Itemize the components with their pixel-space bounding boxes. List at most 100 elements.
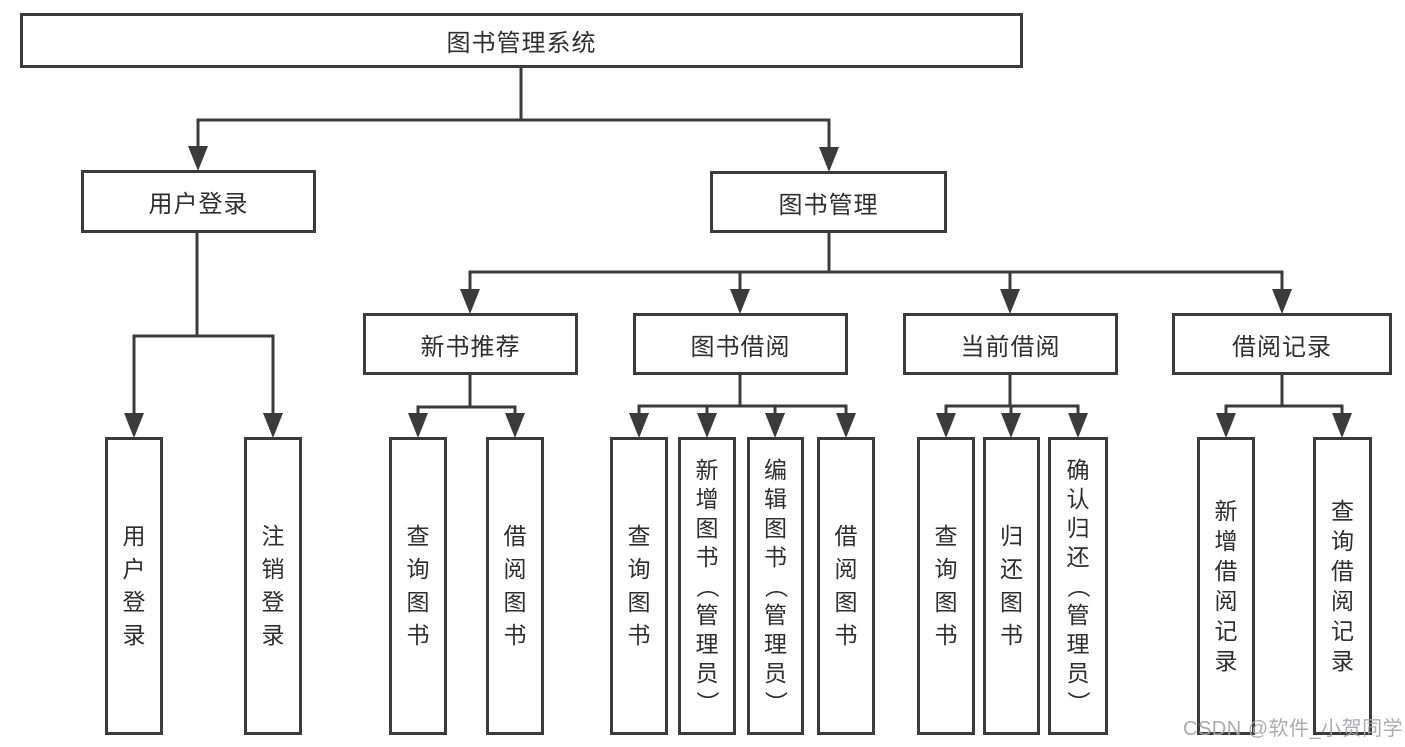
node-label-char: 理: [764, 630, 787, 657]
arrowhead-icon: [1272, 289, 1292, 314]
node-label-char: 阅: [503, 556, 527, 582]
arrowhead-icon: [188, 146, 208, 171]
arrowhead-icon: [1216, 413, 1236, 438]
node-leaf-query-book-3: 查询图书: [917, 437, 975, 735]
node-label-char: 理: [1066, 630, 1090, 657]
node-leaf-confirm-return: 确认归还 （ 管理员 ）: [1048, 437, 1108, 735]
node-label-char: 借: [503, 523, 527, 549]
node-label-char: 管: [764, 601, 787, 628]
arrowhead-icon: [1001, 413, 1021, 438]
node-label-char: 还: [1000, 556, 1023, 582]
node-label-char: 记: [1331, 618, 1354, 644]
node-label-char: 借: [1214, 558, 1238, 584]
watermark-text: CSDN @软件_小贺同学: [1183, 718, 1404, 740]
node-label-char: 图: [834, 589, 858, 615]
node-leaf-query-book-1: 查询图书: [389, 437, 447, 735]
node-book-borrow: 图书借阅: [633, 313, 848, 375]
node-label-char: 图: [764, 514, 787, 541]
node-label-char: ）: [1065, 690, 1092, 714]
node-label-char: 书: [1000, 622, 1023, 648]
node-label-char: 归: [1066, 514, 1090, 541]
arrowhead-icon: [765, 413, 785, 438]
node-label-char: 新: [1214, 498, 1238, 524]
arrowhead-icon: [819, 147, 839, 172]
node-label-char: 询: [406, 556, 430, 582]
node-label-char: 用: [122, 523, 146, 549]
node-label-char: 借: [1331, 558, 1354, 584]
node-label-char: 增: [1214, 528, 1238, 554]
node-label-char: 录: [261, 622, 285, 648]
node-label-char: 认: [1066, 485, 1090, 512]
arrowhead-icon: [936, 413, 956, 438]
node-new-book-recommend: 新书推荐: [363, 313, 578, 375]
node-label-char: 阅: [1331, 588, 1354, 614]
node-label-char: 管: [1066, 601, 1090, 628]
node-label-char: 记: [1214, 618, 1238, 644]
node-label-char: 书: [406, 622, 430, 648]
node-label-char: 借: [834, 523, 858, 549]
node-label-char: 还: [1066, 543, 1090, 570]
node-label-char: 查: [1331, 498, 1354, 524]
node-label-char: 书: [503, 622, 527, 648]
arrowhead-icon: [1068, 413, 1088, 438]
arrowhead-icon: [505, 413, 525, 438]
arrowhead-icon: [697, 413, 717, 438]
arrowhead-icon: [124, 413, 144, 438]
node-label-char: 图: [503, 589, 527, 615]
node-current-borrow: 当前借阅: [903, 313, 1118, 375]
arrowhead-icon: [408, 413, 428, 438]
node-label-char: （: [1065, 574, 1092, 598]
node-label-char: 员: [695, 659, 719, 686]
node-borrow-records: 借阅记录: [1172, 313, 1392, 375]
node-label-char: 图: [627, 589, 651, 615]
arrowhead-icon: [629, 413, 649, 438]
node-label-char: 销: [261, 556, 285, 582]
node-label-char: 书: [764, 543, 787, 570]
node-label-char: 归: [1000, 523, 1023, 549]
node-label-char: 阅: [1214, 588, 1238, 614]
node-leaf-return-book: 归还图书: [983, 437, 1040, 735]
node-label-char: 辑: [764, 485, 787, 512]
node-label-char: 书: [695, 543, 719, 570]
node-leaf-borrow-book-1: 借阅图书: [486, 437, 544, 735]
node-leaf-query-book-2: 查询图书: [610, 437, 668, 735]
node-user-login: 用户登录: [81, 170, 316, 233]
node-label-char: 查: [406, 523, 430, 549]
node-label-char: （: [763, 574, 789, 598]
node-leaf-add-book: 新增图书（管理员）: [678, 437, 736, 735]
node-label-char: 询: [627, 556, 651, 582]
node-label-char: 登: [261, 589, 285, 615]
node-label-char: 新: [695, 456, 719, 483]
arrowhead-icon: [1000, 289, 1020, 314]
node-label-char: 图: [1000, 589, 1023, 615]
node-label-char: 图: [934, 589, 958, 615]
node-leaf-user-login: 用户登录: [105, 437, 163, 735]
arrowhead-icon: [836, 413, 856, 438]
node-label-char: 登: [122, 589, 146, 615]
node-label-char: 员: [1066, 659, 1090, 686]
node-label-char: 理: [695, 630, 719, 657]
node-label-char: 户: [122, 556, 146, 582]
node-label-char: 查: [934, 523, 958, 549]
node-label-char: 书: [934, 622, 958, 648]
arrowhead-icon: [730, 289, 750, 314]
node-label-char: 管: [695, 601, 719, 628]
node-label-char: ）: [763, 690, 789, 714]
node-label-char: （: [694, 574, 721, 598]
node-label-char: 编: [764, 456, 787, 483]
node-label-char: 员: [764, 659, 787, 686]
node-label-char: 注: [261, 523, 285, 549]
node-root: 图书管理系统: [20, 13, 1023, 68]
arrowhead-icon: [263, 413, 283, 438]
node-label-char: 图: [695, 514, 719, 541]
node-label-char: 录: [122, 622, 146, 648]
node-label-char: 增: [695, 485, 719, 512]
node-label-char: 书: [834, 622, 858, 648]
node-label-char: 阅: [834, 556, 858, 582]
node-book-management: 图书管理: [710, 171, 947, 233]
node-leaf-query-record: 查询借阅记录: [1313, 437, 1372, 735]
node-label-char: 录: [1331, 648, 1354, 674]
node-label-char: 确: [1066, 456, 1090, 483]
